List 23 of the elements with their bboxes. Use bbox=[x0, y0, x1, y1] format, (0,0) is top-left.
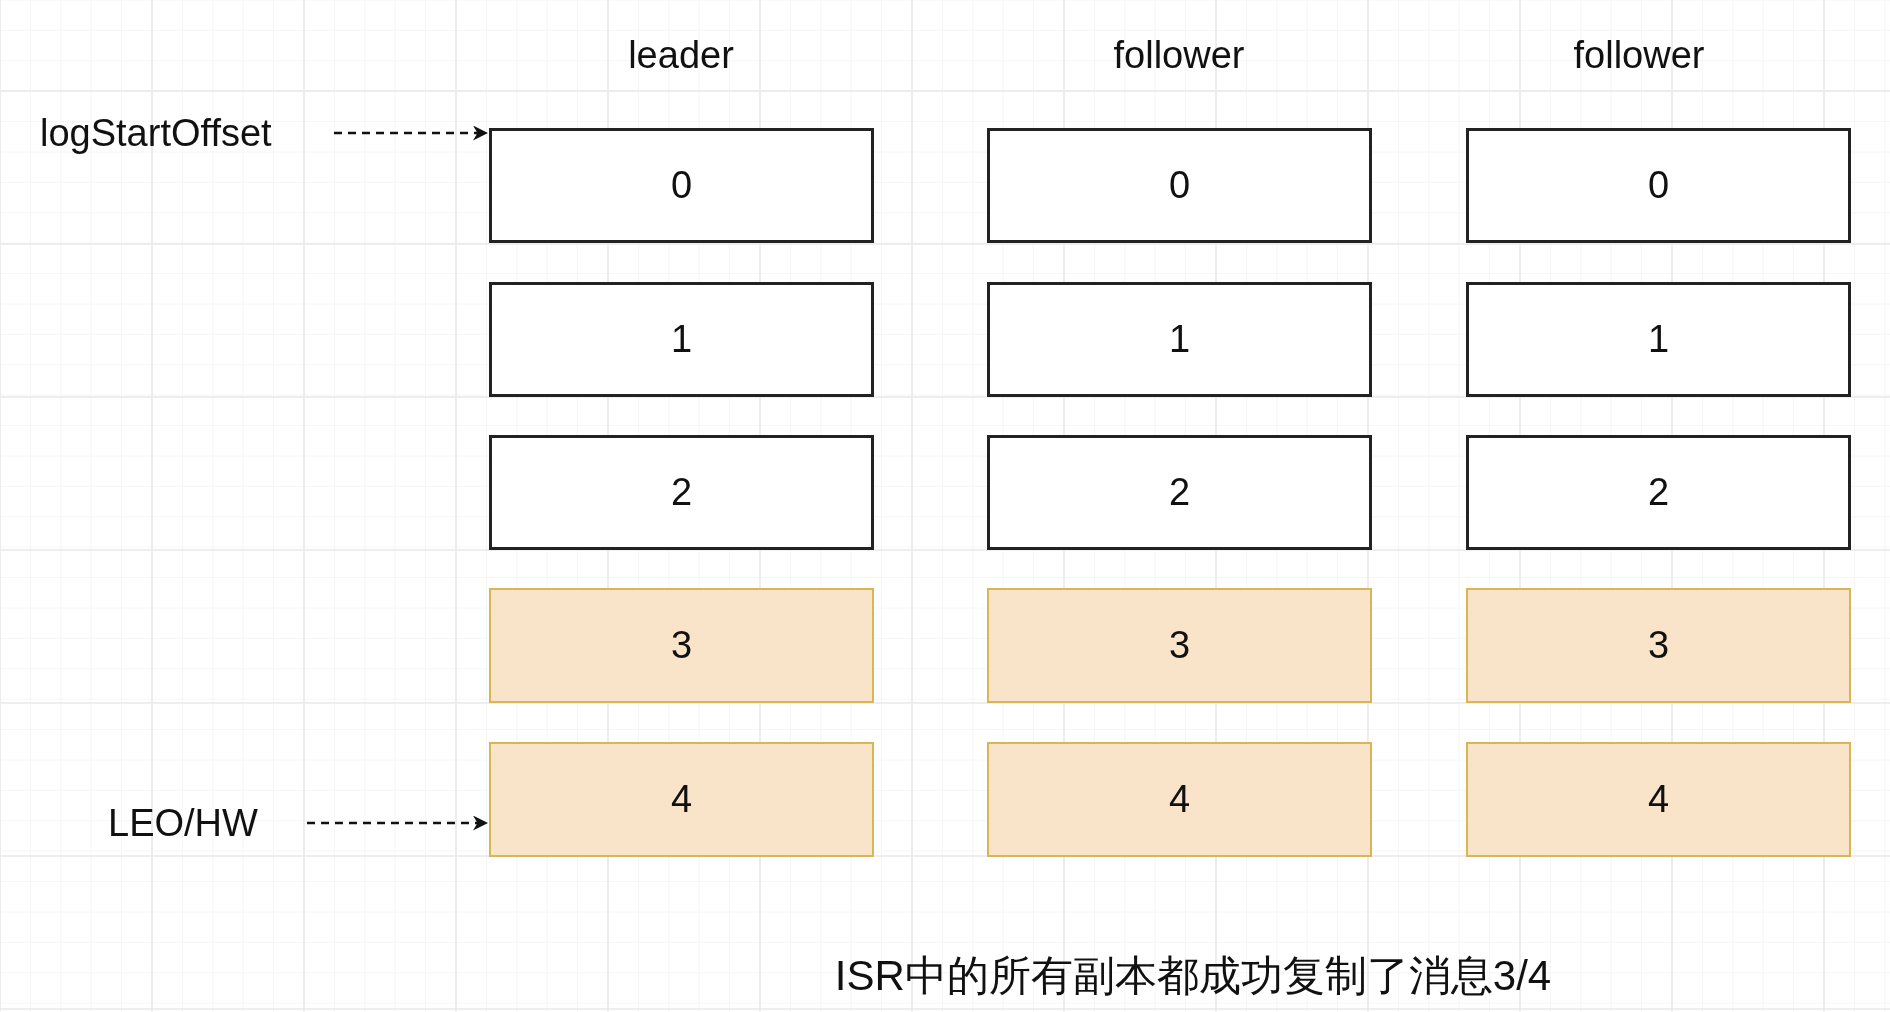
arrow bbox=[307, 815, 488, 831]
record-box: 1 bbox=[987, 282, 1372, 397]
column-header: follower bbox=[1113, 34, 1245, 77]
record-box: 3 bbox=[1466, 588, 1851, 703]
record-box: 0 bbox=[1466, 128, 1851, 243]
column-header: follower bbox=[1573, 34, 1705, 77]
record-box: 4 bbox=[987, 742, 1372, 857]
record-box: 4 bbox=[1466, 742, 1851, 857]
record-box: 2 bbox=[1466, 435, 1851, 550]
pointer-label: LEO/HW bbox=[108, 795, 303, 851]
caption: ISR中的所有副本都成功复制了消息3/4 bbox=[834, 951, 1552, 1001]
record-box: 1 bbox=[1466, 282, 1851, 397]
record-box: 3 bbox=[987, 588, 1372, 703]
pointer-label: logStartOffset bbox=[40, 105, 330, 161]
record-box: 0 bbox=[489, 128, 874, 243]
record-box: 1 bbox=[489, 282, 874, 397]
record-box: 4 bbox=[489, 742, 874, 857]
column-header: leader bbox=[628, 34, 734, 77]
record-box: 3 bbox=[489, 588, 874, 703]
record-box: 2 bbox=[987, 435, 1372, 550]
record-box: 2 bbox=[489, 435, 874, 550]
record-box: 0 bbox=[987, 128, 1372, 243]
arrow bbox=[334, 125, 488, 141]
